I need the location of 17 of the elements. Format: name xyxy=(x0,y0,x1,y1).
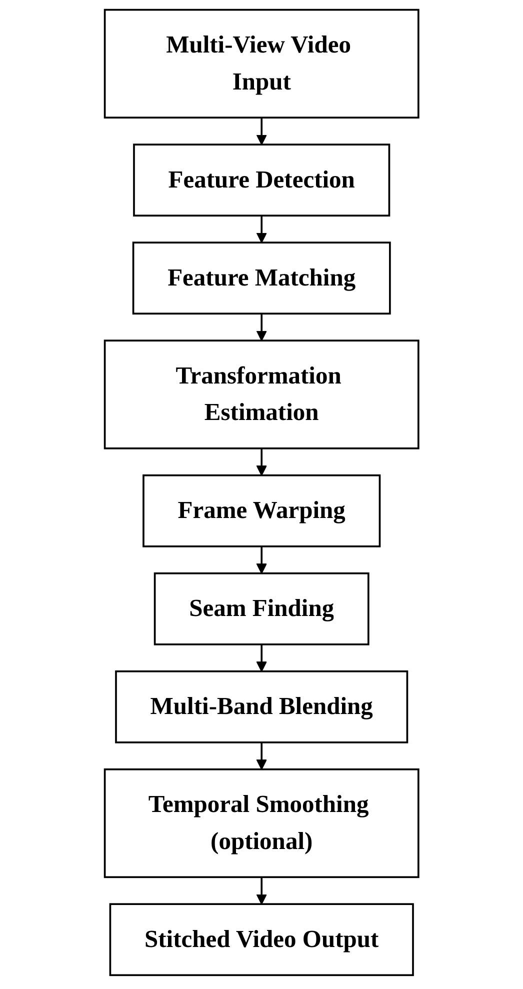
node-box: Multi-Band Blending xyxy=(114,670,408,744)
arrow xyxy=(256,118,267,146)
node-box: Transformation Estimation xyxy=(104,340,420,450)
arrow xyxy=(256,742,267,770)
node-box: Stitched Video Output xyxy=(109,903,414,976)
node-box: Seam Finding xyxy=(154,572,370,646)
node-box: Temporal Smoothing (optional) xyxy=(104,768,420,878)
arrow xyxy=(256,877,267,905)
arrow xyxy=(256,644,267,672)
node-box: Feature Matching xyxy=(132,242,391,315)
arrow xyxy=(256,448,267,476)
node-box: Feature Detection xyxy=(132,144,390,217)
arrow xyxy=(256,216,267,244)
arrow xyxy=(256,314,267,342)
arrow xyxy=(256,546,267,574)
node-box: Frame Warping xyxy=(142,474,381,548)
node-box: Multi-View Video Input xyxy=(104,8,420,119)
